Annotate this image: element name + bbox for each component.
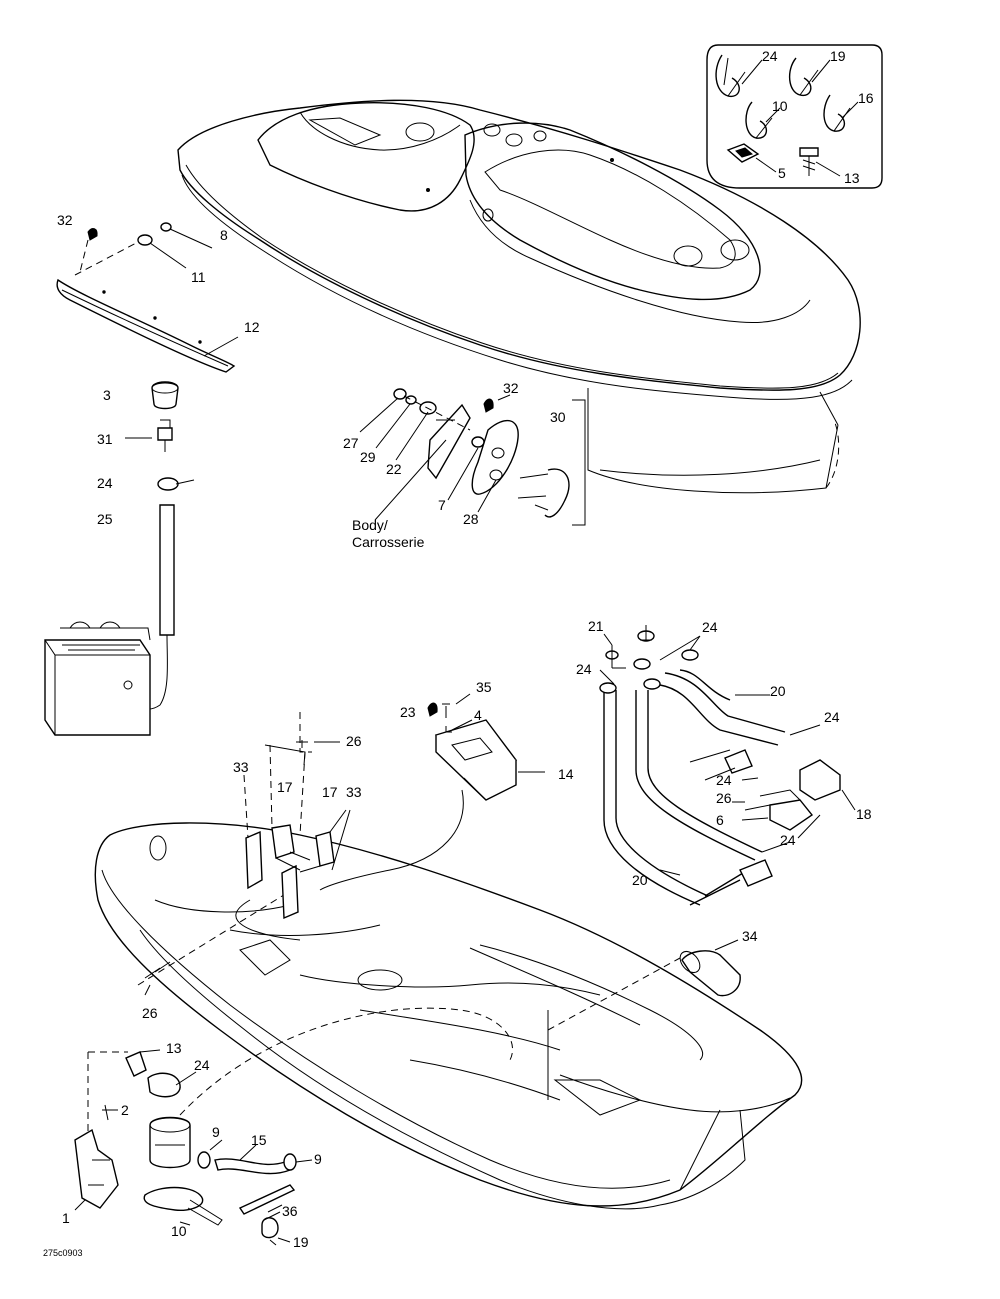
callout-13: 13 — [166, 1040, 182, 1056]
callout-1: 1 — [62, 1210, 70, 1226]
callout-3: 3 — [103, 387, 111, 403]
hatch-hinge-assembly — [359, 388, 586, 526]
bilge-outlet-fitting — [679, 939, 741, 997]
callout-29: 29 — [360, 449, 376, 465]
callout-23: 23 — [400, 704, 416, 720]
callout-19: 19 — [293, 1234, 309, 1250]
callout-22: 22 — [386, 461, 402, 477]
callout-8: 8 — [220, 227, 228, 243]
hull — [94, 822, 803, 1210]
callout-10: 10 — [772, 98, 788, 114]
body-caption-line2: Carrosserie — [352, 534, 425, 550]
callout-16: 16 — [858, 90, 874, 106]
callout-14: 14 — [558, 766, 574, 782]
callout-15: 15 — [251, 1132, 267, 1148]
callout-20: 20 — [632, 872, 648, 888]
body-caption-line1: Body/ — [352, 517, 388, 533]
hardware-inset — [706, 44, 883, 189]
callout-28: 28 — [463, 511, 479, 527]
callout-18: 18 — [856, 806, 872, 822]
callout-24: 24 — [762, 48, 778, 64]
callout-19: 19 — [830, 48, 846, 64]
callout-26: 26 — [716, 790, 732, 806]
callout-24: 24 — [716, 772, 732, 788]
rub-rail-assembly — [56, 222, 239, 373]
callout-12: 12 — [244, 319, 260, 335]
callout-24: 24 — [780, 832, 796, 848]
callout-9: 9 — [314, 1151, 322, 1167]
body-deck — [177, 99, 861, 494]
vent-box-assembly — [319, 693, 545, 891]
callout-6: 6 — [716, 812, 724, 828]
callout-33: 33 — [233, 759, 249, 775]
engine-bracket-assembly — [144, 712, 351, 996]
drawing-code: 275c0903 — [43, 1248, 83, 1258]
callout-10: 10 — [171, 1223, 187, 1239]
callout-21: 21 — [588, 618, 604, 634]
callout-24: 24 — [194, 1057, 210, 1073]
callout-26: 26 — [142, 1005, 158, 1021]
callout-35: 35 — [476, 679, 492, 695]
callout-26: 26 — [346, 733, 362, 749]
callout-27: 27 — [343, 435, 359, 451]
callout-4: 4 — [474, 707, 482, 723]
callout-24: 24 — [97, 475, 113, 491]
callout-17: 17 — [277, 779, 293, 795]
callout-17: 17 — [322, 784, 338, 800]
callout-2: 2 — [121, 1102, 129, 1118]
callout-36: 36 — [282, 1203, 298, 1219]
callout-5: 5 — [778, 165, 786, 181]
callout-25: 25 — [97, 511, 113, 527]
callout-9: 9 — [212, 1124, 220, 1140]
vent-tube-assembly — [599, 625, 856, 906]
battery-vent-assembly — [44, 381, 195, 736]
callout-33: 33 — [346, 784, 362, 800]
callout-13: 13 — [844, 170, 860, 186]
callout-11: 11 — [191, 269, 206, 285]
callout-30: 30 — [550, 409, 566, 425]
callout-labels: 24 19 10 16 5 13 32 8 11 12 3 31 24 25 3… — [43, 48, 874, 1258]
callout-32: 32 — [503, 380, 519, 396]
callout-34: 34 — [742, 928, 758, 944]
callout-31: 31 — [97, 431, 113, 447]
callout-24: 24 — [824, 709, 840, 725]
callout-7: 7 — [438, 497, 446, 513]
callout-24: 24 — [702, 619, 718, 635]
callout-20: 20 — [770, 683, 786, 699]
callout-32: 32 — [57, 212, 73, 228]
bilge-pump-assembly — [74, 1049, 313, 1246]
callout-24: 24 — [576, 661, 592, 677]
